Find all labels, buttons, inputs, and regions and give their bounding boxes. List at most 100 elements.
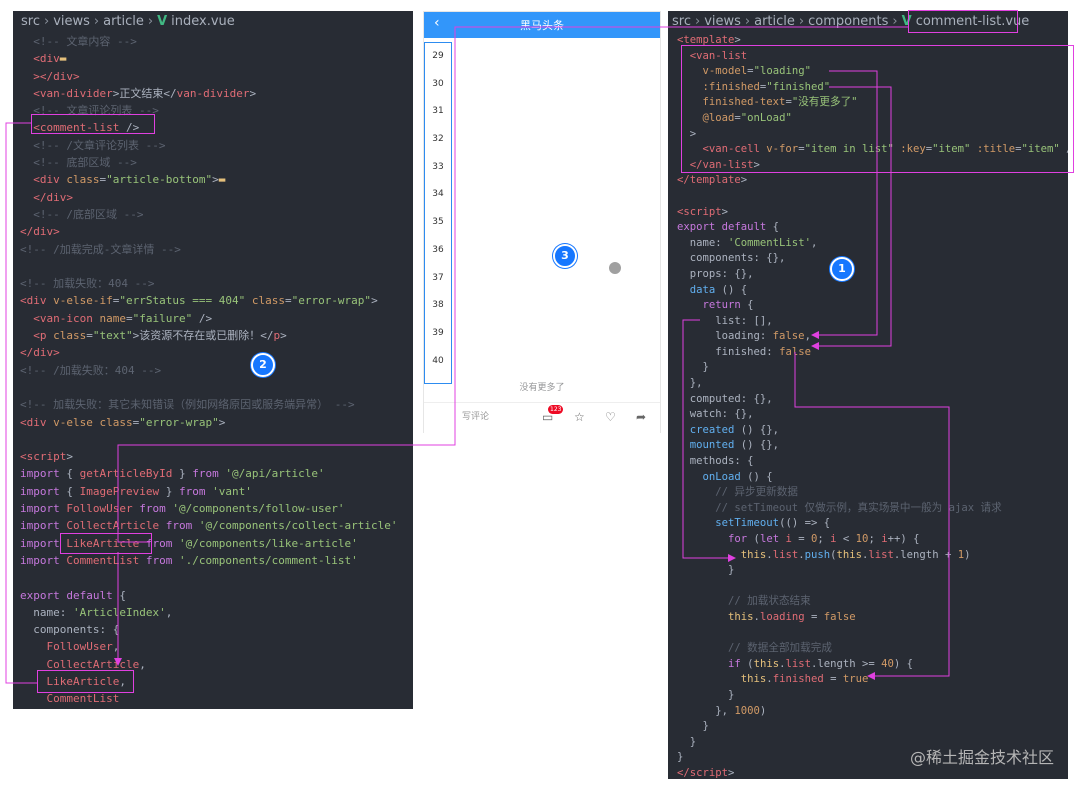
code-line: watch: {}, (677, 407, 1068, 423)
code-token: </template (677, 174, 741, 187)
code-token: > (280, 329, 287, 343)
code-line: return { (677, 298, 1068, 314)
comment-list-item[interactable]: 32 (432, 134, 444, 145)
comment-list-item[interactable]: 33 (432, 161, 444, 172)
breadcrumb-segment[interactable]: src (672, 14, 691, 29)
code-line: import { getArticleById } from '@/api/ar… (20, 465, 413, 482)
code-token: "error-wrap" (291, 294, 372, 308)
breadcrumb-segment[interactable]: article (103, 14, 144, 29)
code-token: > (753, 158, 760, 171)
code-token: v-else (53, 415, 100, 429)
code-token: , (804, 330, 811, 343)
comment-list-item[interactable]: 29 (432, 51, 444, 61)
code-token: finished: (677, 345, 780, 358)
code-token: . (798, 548, 805, 561)
code-token: import (20, 536, 67, 550)
code-token: // 异步更新数据 (677, 486, 798, 499)
code-token: 'vant' (212, 484, 252, 498)
code-token: export default (20, 588, 120, 602)
comment-list-item[interactable]: 35 (432, 217, 444, 228)
code-token: v-model (677, 65, 748, 78)
write-comment-button[interactable]: 写评论 (462, 412, 490, 422)
code-token: > (734, 34, 741, 46)
code-line: setTimeout(() => { (677, 516, 1068, 532)
code-line: } (677, 563, 1068, 579)
breadcrumb-segment[interactable]: article (754, 14, 795, 29)
code-token: false (779, 345, 811, 358)
step-badge-2: 2 (251, 353, 275, 377)
comment-list-item[interactable]: 39 (432, 327, 444, 338)
code-token: "text" (92, 329, 133, 343)
breadcrumb-segment[interactable]: src (21, 14, 40, 29)
code-token: export default (677, 221, 773, 234)
breadcrumb-segment[interactable]: views (704, 14, 741, 29)
comment-list-item[interactable]: 36 (432, 244, 444, 255)
code-token: :finished (677, 80, 760, 93)
comment-list-item[interactable]: 40 (432, 355, 444, 366)
code-token: ></div> (20, 69, 80, 83)
code-token: <div (20, 415, 54, 429)
share-icon[interactable]: ➦ (636, 410, 647, 424)
code-token: <!-- 加载失败：404 --> (20, 277, 155, 291)
comment-icon[interactable]: ▭ (542, 410, 554, 424)
code-line: this.loading = false (677, 610, 1068, 626)
code-area[interactable]: <!-- 文章内容 --> <div▬ ></div> <van-divider… (20, 33, 413, 709)
code-token: methods: { (677, 455, 754, 468)
code-line: <!-- 底部区域 --> (20, 154, 413, 171)
code-token: p (273, 329, 281, 343)
comment-list-item[interactable]: 34 (432, 189, 444, 200)
breadcrumb-file[interactable]: comment-list.vue (915, 14, 1030, 29)
code-line: <van-cell v-for="item in list" :key="ite… (677, 142, 1069, 158)
code-token: '@/components/like-article' (178, 536, 358, 550)
code-token: 0 (810, 533, 818, 545)
code-line: <!-- /加载完成-文章详情 --> (20, 241, 413, 258)
code-token: > (740, 174, 748, 187)
thumbs-up-icon[interactable]: ♡ (605, 410, 616, 424)
code-line: import { ImagePreview } from 'vant' (20, 483, 413, 500)
code-token: for (677, 533, 754, 545)
code-token: = (734, 111, 741, 124)
code-token: 10 (855, 533, 869, 545)
code-token: ++) { (887, 533, 920, 545)
comment-list-item[interactable]: 30 (432, 78, 444, 89)
star-icon[interactable]: ☆ (574, 410, 585, 424)
code-line: import LikeArticle from '@/components/li… (20, 535, 413, 552)
step-badge-3: 3 (553, 244, 577, 268)
code-token: (() => { (779, 517, 831, 530)
code-line: :finished="finished" (677, 80, 1068, 96)
code-token: false (772, 330, 805, 343)
code-line: </div> (20, 344, 413, 361)
code-token: <comment-list (20, 121, 126, 135)
comment-list-item[interactable]: 37 (432, 272, 444, 283)
code-line: import CollectArticle from '@/components… (20, 517, 413, 534)
code-token: @load (677, 111, 735, 124)
code-token: () { (747, 470, 773, 483)
chevron-left-icon[interactable]: ‹ (434, 15, 440, 31)
code-token: mounted (677, 439, 741, 452)
chevron-right-icon: › (43, 14, 50, 29)
code-line: import CommentList from './components/co… (20, 552, 413, 569)
breadcrumb-file[interactable]: index.vue (171, 14, 235, 29)
code-token: . (862, 548, 869, 561)
code-token: import (20, 553, 67, 567)
code-line: } (677, 719, 1068, 735)
code-token: list (868, 548, 894, 561)
code-token: = (759, 80, 767, 93)
code-token: > (249, 86, 257, 100)
comment-list-item[interactable]: 38 (432, 300, 444, 311)
code-token: , (165, 605, 173, 619)
code-line: computed: {}, (677, 392, 1068, 408)
comment-count-badge: 123 (548, 405, 564, 414)
code-token: "errStatus === 404" (119, 294, 246, 308)
breadcrumb-segment[interactable]: components (808, 14, 889, 29)
breadcrumb-segment[interactable]: views (53, 14, 90, 29)
code-token: FollowUser (20, 640, 113, 654)
comment-list-item[interactable]: 31 (432, 106, 444, 117)
code-token: , (810, 236, 818, 249)
comment-list: 29 30 31 32 33 34 35 36 37 38 39 40 (424, 42, 452, 384)
code-line: } (677, 360, 1068, 376)
code-area[interactable]: <template> <van-list v-model="loading" :… (677, 33, 1068, 779)
code-line: <script> (677, 205, 1068, 221)
code-token: i (830, 533, 837, 545)
